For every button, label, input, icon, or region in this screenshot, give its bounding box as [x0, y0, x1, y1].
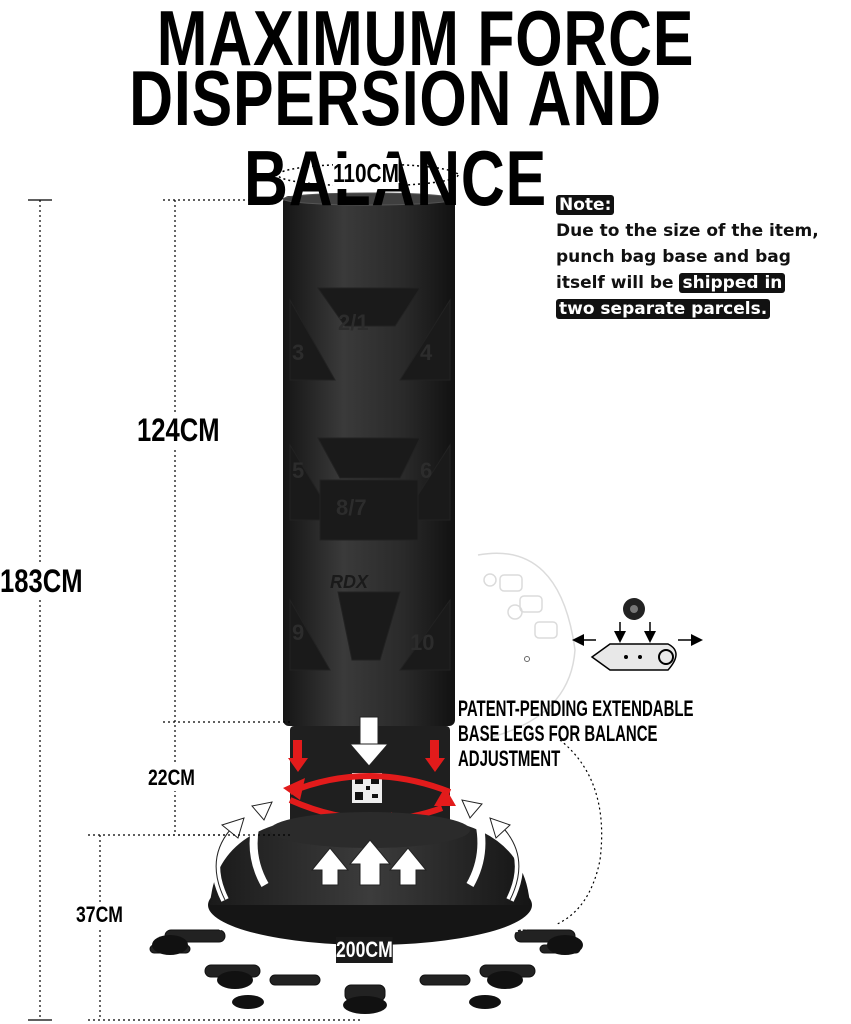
dimension-bag-height: 124CM	[137, 412, 220, 449]
leg-detail-diagram	[524, 598, 703, 671]
note-line-1: Due to the size of the item,	[556, 221, 819, 241]
feature-callout: PATENT-PENDING EXTENDABLE BASE LEGS FOR …	[458, 696, 694, 771]
note-highlight-1: shipped in	[679, 273, 786, 293]
feature-line-2: BASE LEGS FOR BALANCE	[458, 721, 658, 746]
force-arrow-down	[348, 716, 390, 767]
feature-line-3: ADJUSTMENT	[458, 746, 561, 771]
punch-bag: 2/1 3 4 5 6 8/7 9 10 RDX	[282, 192, 456, 826]
dimension-total-height: 183CM	[0, 563, 83, 600]
svg-text:4: 4	[420, 340, 433, 365]
dimension-base-height: 37CM	[76, 902, 123, 928]
note-line-3-prefix: itself will be	[556, 273, 680, 293]
svg-text:2/1: 2/1	[338, 310, 369, 335]
brand-logo: RDX	[330, 572, 369, 592]
svg-text:5: 5	[292, 458, 304, 483]
svg-text:8/7: 8/7	[336, 495, 367, 520]
note-line-2: punch bag base and bag	[556, 247, 791, 267]
svg-text:6: 6	[420, 458, 432, 483]
dimension-base-circumference: 200CM	[336, 937, 393, 963]
svg-text:3: 3	[292, 340, 304, 365]
dimension-top-circumference: 110CM	[333, 158, 399, 189]
svg-text:9: 9	[292, 620, 304, 645]
shipping-note: Note: Due to the size of the item, punch…	[556, 192, 851, 322]
note-label: Note:	[556, 195, 615, 215]
weighted-base	[149, 799, 583, 1014]
note-highlight-2: two separate parcels.	[556, 299, 771, 319]
dimension-lower-section: 22CM	[148, 765, 195, 791]
feature-line-1: PATENT-PENDING EXTENDABLE	[458, 696, 694, 721]
svg-text:10: 10	[410, 630, 434, 655]
headline-line-1: MAXIMUM FORCE	[156, 0, 695, 82]
base-sketch-outline	[477, 552, 576, 741]
